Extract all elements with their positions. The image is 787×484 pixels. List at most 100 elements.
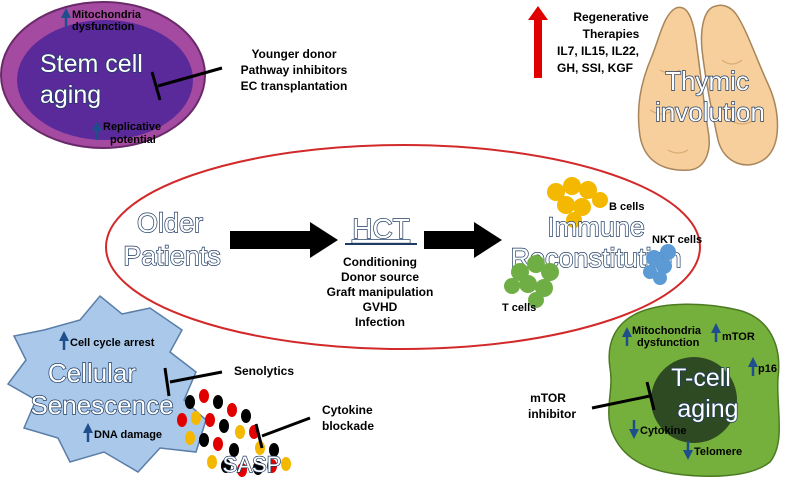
b-cell xyxy=(563,177,581,195)
sasp-dot xyxy=(241,409,251,423)
cytokine-blockade-2: blockade xyxy=(322,419,374,433)
t-cell-cluster xyxy=(504,255,559,308)
stem-mito-note-1: Mitochondria xyxy=(72,9,142,21)
hct-factor-1: Conditioning xyxy=(343,255,417,269)
stem-cell-title-1: Stem cell xyxy=(40,50,143,78)
stem-intervention-2: Pathway inhibitors xyxy=(241,63,348,77)
sasp-dot xyxy=(177,413,187,427)
tcell-mito-1: Mitochondria xyxy=(632,325,702,337)
dna-damage-label: DNA damage xyxy=(94,429,162,441)
sasp-dot xyxy=(235,425,245,439)
sasp-dot xyxy=(199,433,209,447)
nkt-cell xyxy=(660,244,676,260)
tcell-mito-2: dysfunction xyxy=(637,337,700,349)
senolytics-inhibition-line xyxy=(169,370,223,384)
b-cells-label: B cells xyxy=(609,201,644,213)
stem-cell-group: Mitochondria dysfunction Stem cell aging… xyxy=(0,1,348,149)
senescence-title-2: Senescence xyxy=(30,390,173,420)
immune-title-1: Immune xyxy=(547,212,645,242)
stem-cell-inner xyxy=(17,20,193,140)
thymus-title-2: involution xyxy=(655,97,765,127)
t-cell xyxy=(535,279,553,297)
tcell-telomere-label: Telomere xyxy=(694,446,742,458)
mtor-inhibitor-2: inhibitor xyxy=(528,407,576,421)
thymus-left-lobe xyxy=(637,6,710,171)
b-cell-cluster xyxy=(547,177,608,228)
t-cell xyxy=(541,263,559,281)
sasp-dot xyxy=(185,395,195,409)
nkt-cell xyxy=(653,271,667,285)
sasp-dot xyxy=(205,413,215,427)
nkt-cell xyxy=(656,258,672,274)
cytokine-blockade-bar xyxy=(254,423,264,449)
sasp-dot xyxy=(221,459,231,473)
sasp-dot xyxy=(227,403,237,417)
b-cell xyxy=(579,181,597,199)
sasp-dot xyxy=(237,463,247,477)
hct-factor-3: Graft manipulation xyxy=(327,285,434,299)
tcell-group: Mitochondria dysfunction mTOR p16 T-cell… xyxy=(528,303,780,477)
hct-factor-5: Infection xyxy=(355,315,405,329)
sasp-dot xyxy=(229,443,239,457)
b-cell xyxy=(566,212,582,228)
b-cell xyxy=(547,183,565,201)
center-group: Older Patients HCT Conditioning Donor so… xyxy=(105,144,702,350)
stem-intervention-3: EC transplantation xyxy=(241,79,348,93)
arrow-to-immune xyxy=(424,222,502,258)
nkt-cells-label: NKT cells xyxy=(652,234,702,246)
mtor-inhibitor-bar xyxy=(645,381,656,411)
sasp-particles xyxy=(177,389,291,477)
arrow-to-hct xyxy=(230,222,338,258)
stem-replicative-note-2: potential xyxy=(110,134,156,146)
tcell-p16-label: p16 xyxy=(758,363,777,375)
thymus-texture-1 xyxy=(649,59,755,154)
stem-inhibition-line xyxy=(157,66,223,88)
senolytics-inhibition-bar xyxy=(163,367,171,397)
thymus-therapies-2: Therapies xyxy=(583,27,640,41)
sasp-dot xyxy=(253,461,263,475)
sasp-dot xyxy=(191,411,201,425)
sasp-dot xyxy=(213,437,223,451)
thymus-group: Regenerative Therapies IL7, IL15, IL22, … xyxy=(528,4,779,171)
t-cells-label: T cells xyxy=(502,302,536,314)
hct-title: HCT xyxy=(352,213,410,244)
t-cell xyxy=(528,292,544,308)
sasp-dot xyxy=(219,419,229,433)
sasp-dot xyxy=(269,443,279,457)
thymus-therapies-1: Regenerative xyxy=(573,10,649,24)
sasp-dot xyxy=(213,395,223,409)
older-patients-1: Older xyxy=(137,208,203,238)
thymus-title-1: Thymic xyxy=(665,66,749,96)
stem-cell-title-2: aging xyxy=(40,81,101,109)
mtor-inhibitor-line xyxy=(591,394,651,410)
cytokine-blockade-1: Cytokine xyxy=(322,403,373,417)
senescence-title-1: Cellular xyxy=(48,358,136,388)
t-cell xyxy=(527,255,545,273)
thymus-therapies-4: GH, SSI, KGF xyxy=(557,61,633,75)
sasp-dot xyxy=(267,459,277,473)
nkt-cell-cluster xyxy=(643,244,676,285)
sasp-dot xyxy=(207,455,217,469)
stem-inhibition-bar xyxy=(150,71,162,101)
sasp-dot xyxy=(185,431,195,445)
cytokine-blockade-line xyxy=(261,416,311,438)
thymus-therapies-3: IL7, IL15, IL22, xyxy=(557,44,639,58)
tcell-mtor-label: mTOR xyxy=(722,331,755,343)
cell-cycle-label: Cell cycle arrest xyxy=(70,337,155,349)
thymus-red-up-arrow xyxy=(528,6,548,78)
hct-factor-4: GVHD xyxy=(363,300,398,314)
senolytics-label: Senolytics xyxy=(234,364,294,378)
senescence-group: Cell cycle arrest Cellular Senescence DN… xyxy=(6,294,374,478)
older-patients-2: Patients xyxy=(123,241,221,271)
b-cell xyxy=(557,196,575,214)
b-cell xyxy=(573,198,591,216)
stem-mito-note-2: dysfunction xyxy=(72,21,135,33)
mtor-inhibitor-1: mTOR xyxy=(530,391,566,405)
center-ellipse xyxy=(105,144,701,350)
b-cell xyxy=(592,192,608,208)
tcell-cytokine-label: Cytokine xyxy=(640,425,686,437)
tcell-inner xyxy=(651,357,737,443)
tcell-title-1: T-cell xyxy=(671,364,731,392)
